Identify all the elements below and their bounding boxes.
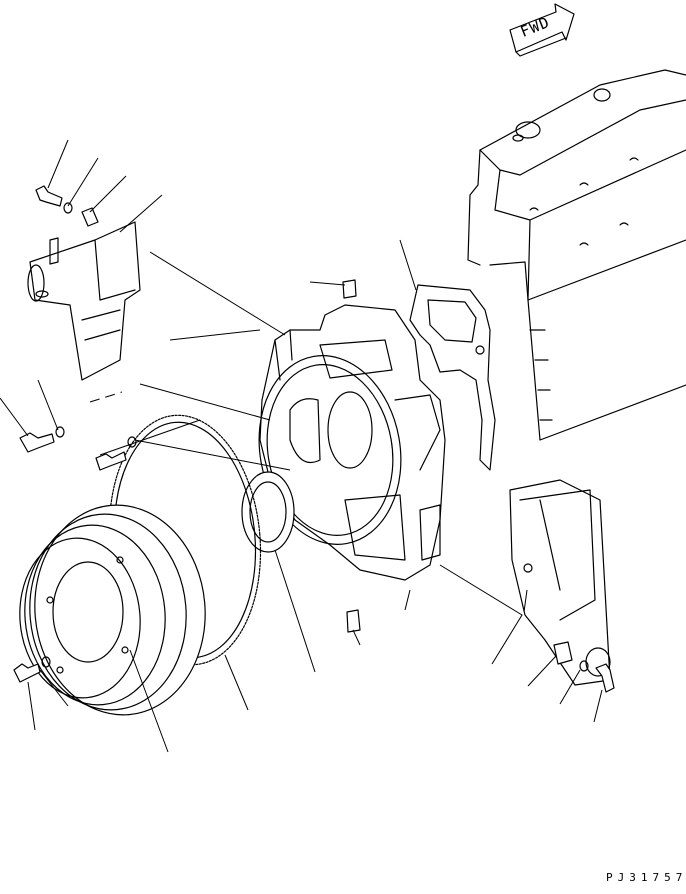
fasteners <box>13 185 615 693</box>
engine-block <box>467 69 686 441</box>
right-engine-mount <box>509 479 611 686</box>
drawing-code: PJ31757 <box>606 871 686 884</box>
flywheel <box>19 504 206 716</box>
left-engine-mount <box>27 221 141 381</box>
leader-lines <box>0 139 603 753</box>
forward-arrow-icon <box>509 3 575 57</box>
gasket <box>409 284 496 471</box>
oil-seal <box>241 471 295 553</box>
